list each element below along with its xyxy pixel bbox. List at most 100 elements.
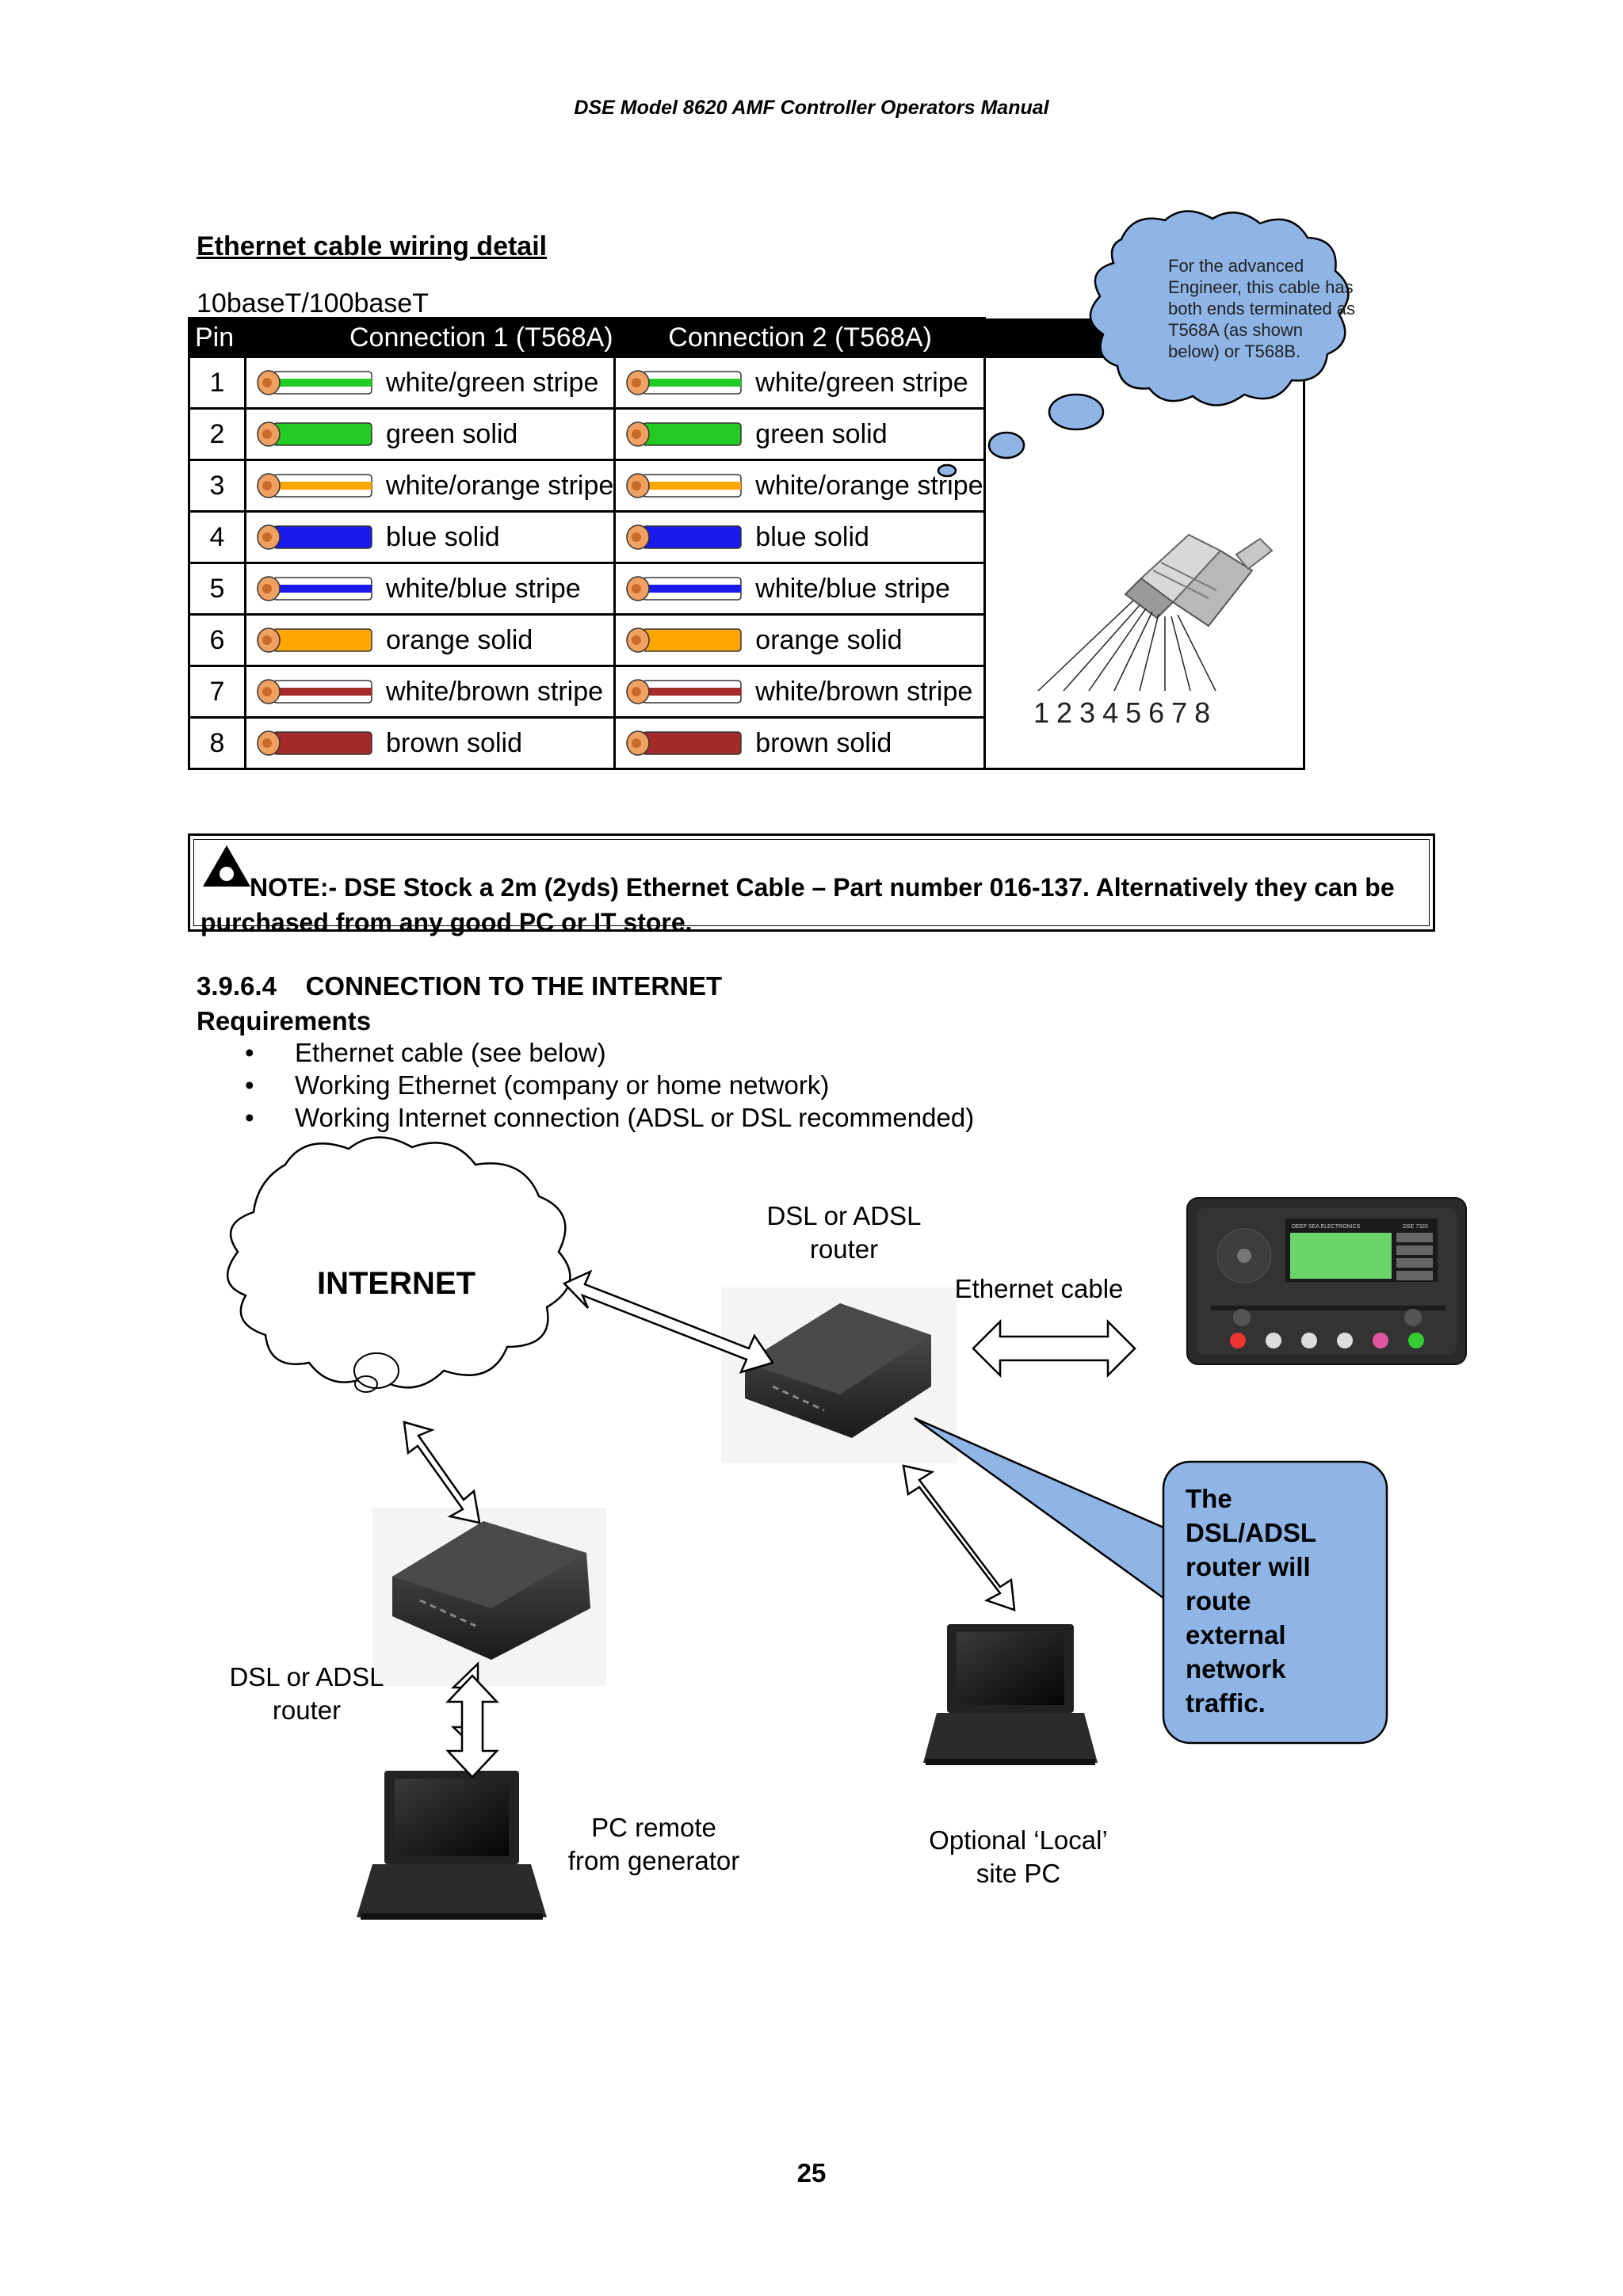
thought-bubble-small [937, 463, 957, 478]
connection-2-cell: white/green stripe [613, 356, 986, 410]
striped-wire-icon [257, 679, 372, 704]
rj45-connector-illustration: 12345678 [1033, 533, 1274, 729]
connection-2-cell: brown solid [613, 716, 986, 770]
wire-label: white/brown stripe [386, 676, 604, 707]
solid-wire-icon [257, 524, 372, 550]
striped-wire-icon [257, 370, 372, 395]
router-left-icon [372, 1508, 606, 1686]
wire-label: green solid [755, 418, 888, 449]
wire-label: white/blue stripe [755, 573, 950, 604]
solid-wire-icon [626, 524, 743, 550]
wire-label: orange solid [755, 624, 903, 655]
callout-pointer [914, 1417, 1190, 1619]
connection-1-cell: orange solid [243, 613, 617, 667]
wiring-table: Pin Connection 1 (T568A) Connection 2 (T… [188, 317, 1305, 770]
pin-number: 6 [188, 613, 246, 667]
solid-wire-icon [257, 730, 372, 756]
table-row: 5 white/blue stripe white/blue stripe [188, 562, 1304, 616]
solid-wire-icon [257, 627, 372, 653]
connection-2-cell: white/orange stripe [613, 459, 986, 513]
table-row: 7 white/brown stripe white/brown stripe [188, 665, 1304, 719]
wire-label: orange solid [386, 624, 533, 655]
striped-wire-icon [257, 576, 372, 601]
internet-label: INTERNET [317, 1266, 475, 1301]
callout-line: external [1186, 1620, 1286, 1650]
note-text-content: NOTE:- DSE Stock a 2m (2yds) Ethernet Ca… [200, 873, 1395, 936]
callout-line: DSL/ADSL [1186, 1518, 1316, 1547]
callout-line: router will [1186, 1552, 1311, 1581]
internet-cloud-icon [226, 1136, 571, 1389]
connection-1-cell: green solid [243, 407, 617, 461]
striped-wire-icon [257, 473, 372, 498]
wire-label: blue solid [755, 521, 869, 552]
wire-label: white/green stripe [755, 367, 968, 398]
thought-cloud-callout [987, 210, 1350, 460]
arrow-router-laptop [902, 1464, 1016, 1611]
solid-wire-icon [626, 627, 743, 653]
header-pin: Pin [188, 317, 246, 358]
table-row: 2 green solid green solid [188, 407, 1304, 461]
pin-number: 4 [188, 510, 246, 564]
pc-local-label: Optional ‘Local’ site PC [929, 1825, 1108, 1888]
wire-label: white/brown stripe [755, 676, 973, 707]
wire-label: blue solid [386, 521, 500, 552]
connection-1-cell: white/brown stripe [243, 665, 617, 719]
callout-text: For the advanced Engineer, this cable ha… [1168, 256, 1356, 361]
wire-label: brown solid [755, 727, 892, 758]
pin-number: 7 [188, 665, 246, 719]
network-diagram: DEEP SEA ELECTRONICS DSE 7320 [226, 1136, 1467, 1920]
striped-wire-icon [626, 370, 743, 395]
router-top-icon [721, 1287, 957, 1463]
table-row: 6 orange solid orange solid [188, 613, 1304, 667]
list-item: Working Internet connection (ADSL or DSL… [245, 1103, 974, 1135]
section-title: Ethernet cable wiring detail [197, 231, 548, 261]
pin-number: 2 [188, 407, 246, 461]
diagram-arrows [403, 1269, 1136, 1779]
controller-model-text: DSE 7320 [1403, 1224, 1428, 1230]
wire-label: white/orange stripe [386, 470, 614, 501]
pin-number: 1 [188, 356, 246, 410]
solid-wire-icon [257, 421, 372, 447]
pin-number: 5 [188, 562, 246, 616]
connection-1-cell: brown solid [243, 716, 617, 770]
note-box: NOTE:- DSE Stock a 2m (2yds) Ethernet Ca… [188, 833, 1435, 936]
header-connection-1: Connection 1 (T568A) [243, 317, 617, 358]
connection-1-cell: white/green stripe [243, 356, 617, 410]
router-left-label: DSL or ADSL router [229, 1662, 384, 1725]
arrow-cloud-router [562, 1269, 774, 1374]
list-item: Ethernet cable (see below) [245, 1038, 974, 1070]
wire-label: green solid [386, 418, 518, 449]
solid-wire-icon [626, 421, 743, 447]
connection-2-cell: white/brown stripe [613, 665, 986, 719]
arrow-leftrouter-laptop-v [445, 1674, 499, 1779]
connection-2-cell: blue solid [613, 510, 986, 564]
requirements-title: Requirements [197, 1006, 372, 1035]
striped-wire-icon [626, 473, 743, 498]
rj45-plug-icon [1124, 533, 1274, 627]
connection-1-cell: white/orange stripe [243, 459, 617, 513]
pc-remote-label: PC remote from generator [567, 1813, 740, 1875]
connection-1-cell: blue solid [243, 510, 617, 564]
ethernet-cable-label: Ethernet cable [954, 1274, 1124, 1303]
callout-box [1162, 1460, 1388, 1745]
laptop-local-icon [923, 1624, 1098, 1765]
connection-2-cell: green solid [613, 407, 986, 461]
connection-2-cell: white/blue stripe [613, 562, 986, 616]
router-top-label: DSL or ADSL router [766, 1201, 922, 1264]
document-header: DSE Model 8620 AMF Controller Operators … [574, 97, 1049, 119]
table-row: 4 blue solid blue solid [188, 510, 1304, 564]
controller-brand-text: DEEP SEA ELECTRONICS [1292, 1224, 1361, 1230]
striped-wire-icon [626, 679, 743, 704]
laptop-remote-icon [357, 1771, 547, 1920]
wire-label: white/blue stripe [386, 573, 581, 604]
arrow-cloud-leftrouter [403, 1421, 481, 1524]
wire-label: white/green stripe [386, 367, 599, 398]
wire-label: brown solid [386, 727, 522, 758]
dse-controller-icon: DEEP SEA ELECTRONICS DSE 7320 [1186, 1197, 1467, 1365]
page-number: 25 [796, 2158, 827, 2187]
pin-number: 3 [188, 459, 246, 513]
requirements-list: Ethernet cable (see below) Working Ether… [245, 1038, 974, 1135]
connector-pin-numbers: 12345678 [1033, 696, 1217, 729]
